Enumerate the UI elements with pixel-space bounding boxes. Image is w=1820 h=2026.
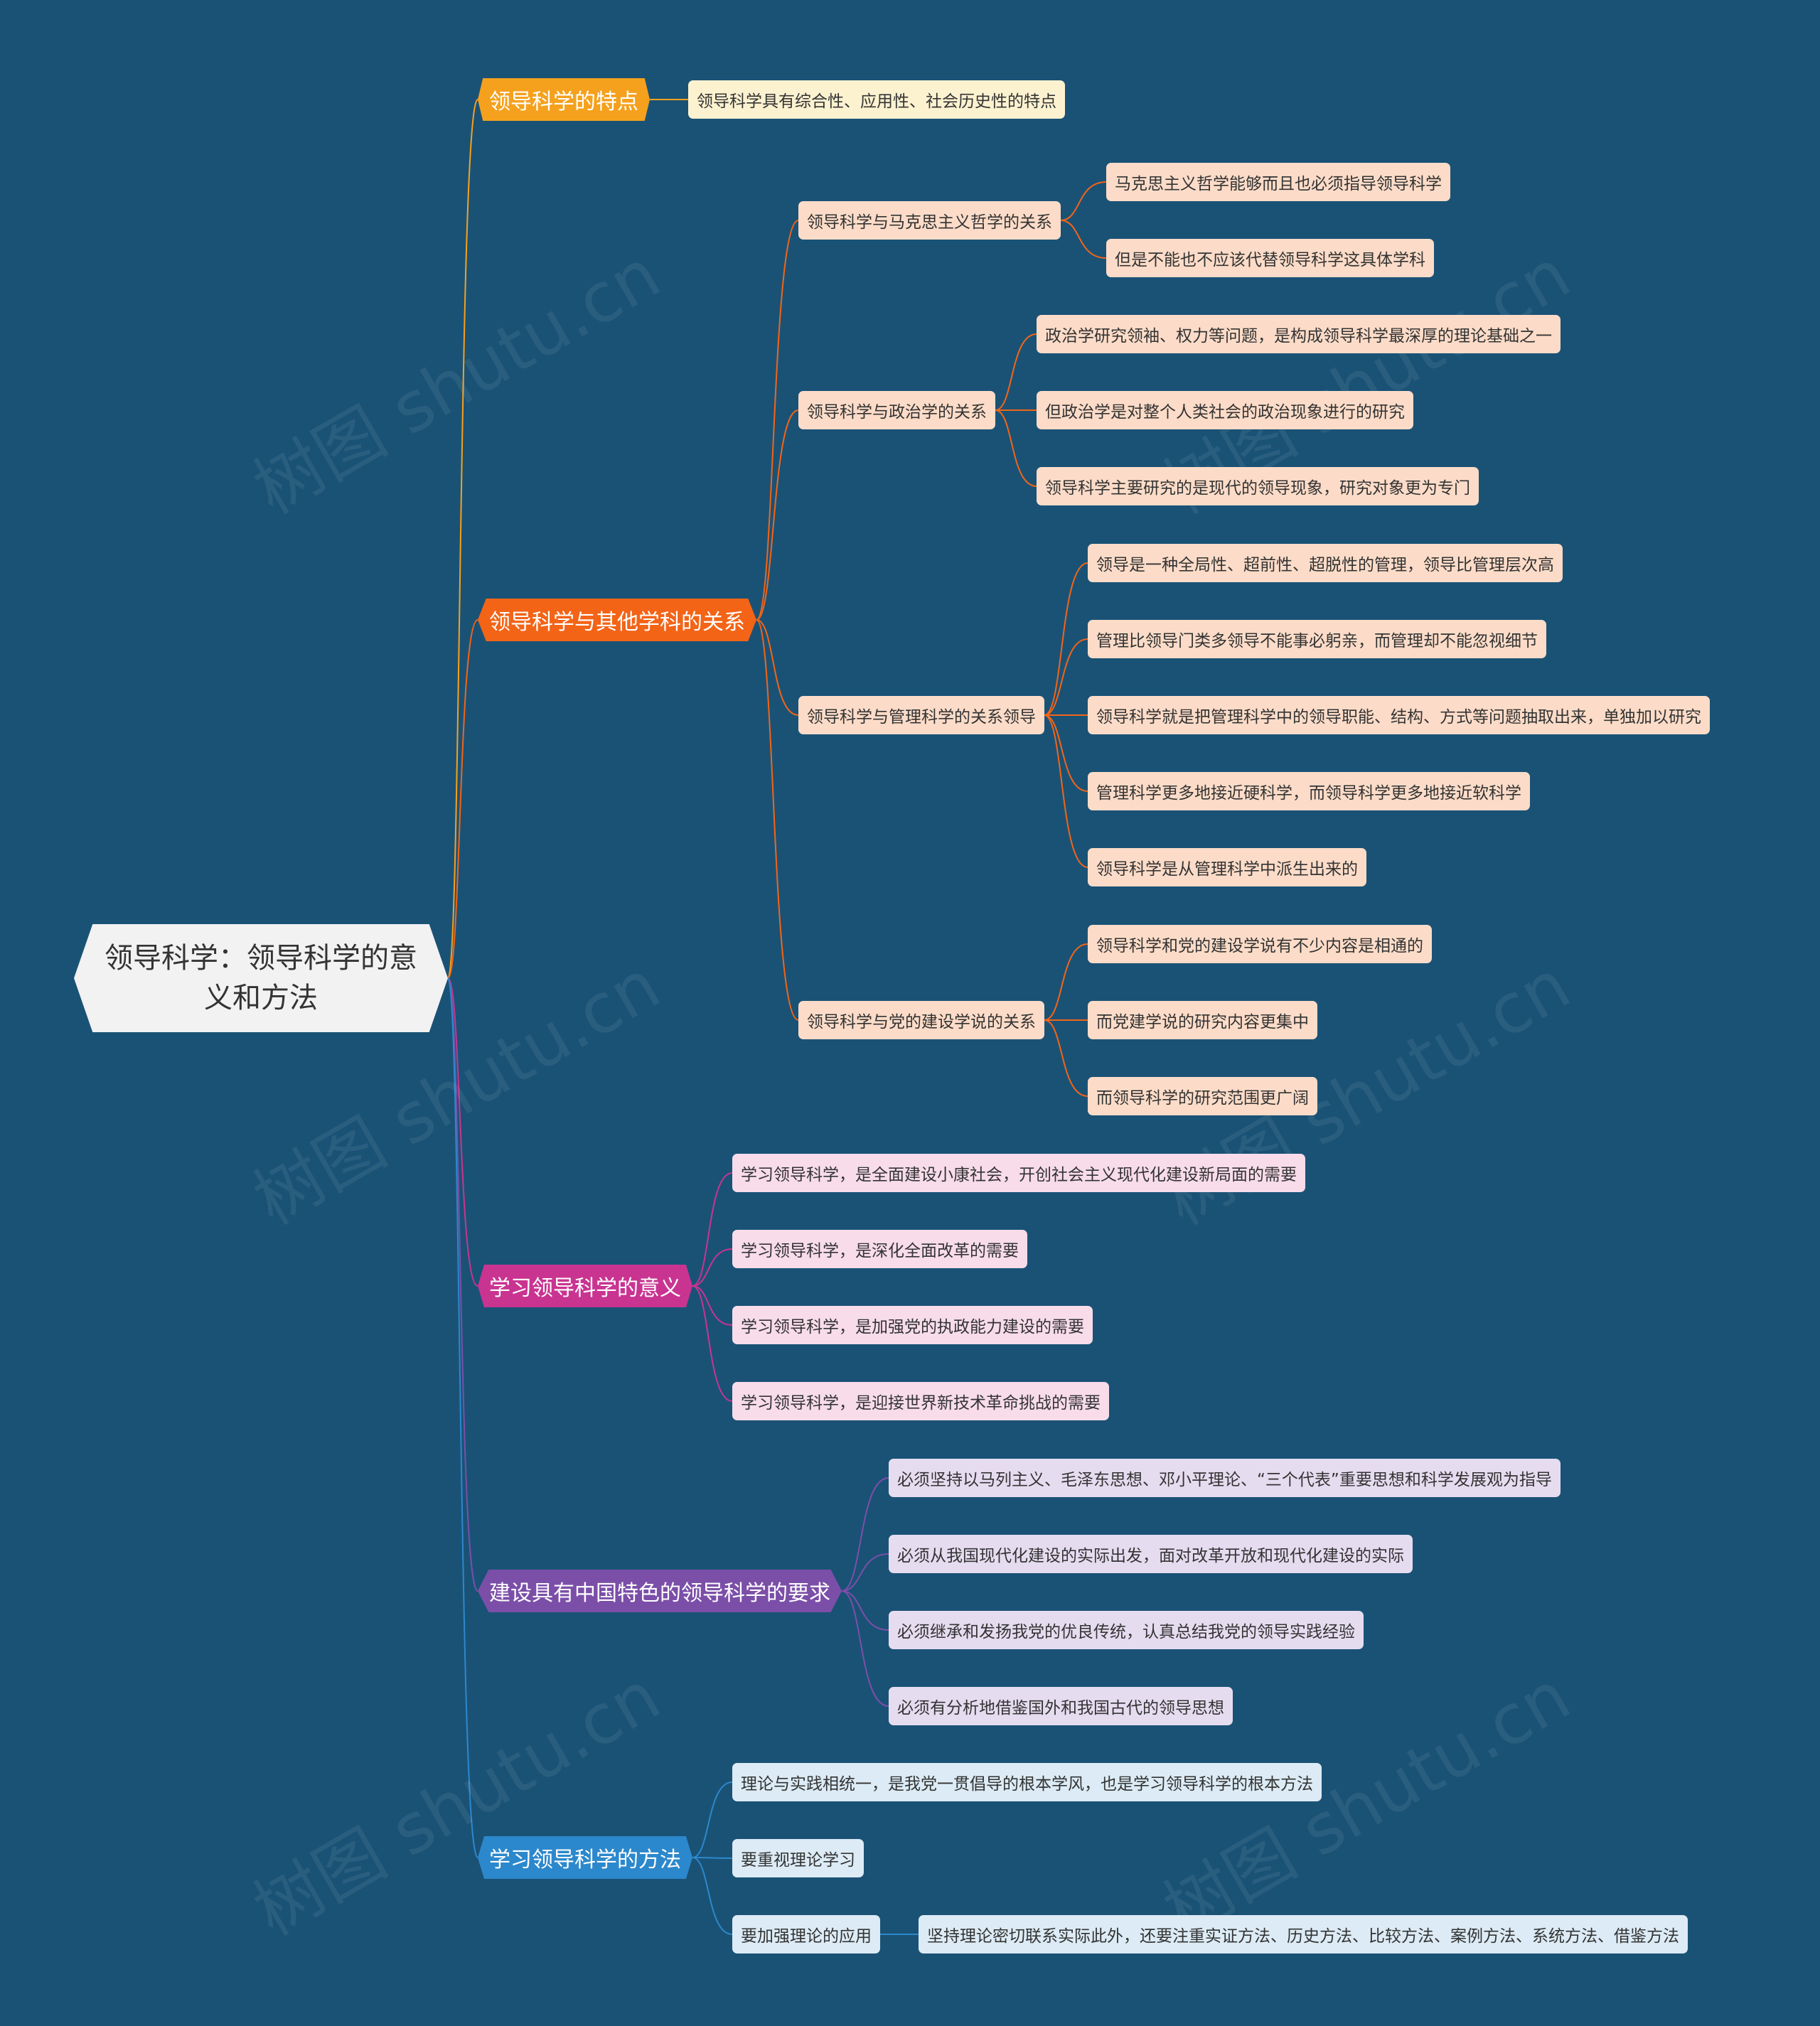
connector-line bbox=[447, 977, 478, 1592]
connector-line bbox=[447, 99, 478, 979]
connector-line bbox=[841, 1590, 889, 1707]
leaf-features-0[interactable]: 领导科学具有综合性、应用性、社会历史性的特点 bbox=[688, 80, 1065, 119]
connector-line bbox=[756, 619, 799, 716]
leaf-party-2[interactable]: 而领导科学的研究范围更广阔 bbox=[1088, 1077, 1317, 1115]
connector-line bbox=[692, 1172, 733, 1287]
branch-relations[interactable]: 领导科学与其他学科的关系 bbox=[478, 599, 756, 641]
connector-line bbox=[995, 409, 1037, 487]
leaf-methods-0[interactable]: 理论与实践相统一，是我党一贯倡导的根本学风，也是学习领导科学的根本方法 bbox=[732, 1763, 1322, 1801]
connector-line bbox=[756, 409, 799, 621]
branch-label: 建设具有中国特色的领导科学的要求 bbox=[489, 1581, 830, 1606]
branch-significance[interactable]: 学习领导科学的意义 bbox=[478, 1265, 692, 1307]
leaf-management-1[interactable]: 管理比领导门类多领导不能事必躬亲，而管理却不能忽视细节 bbox=[1088, 620, 1546, 658]
leaf-requirements-0[interactable]: 必须坚持以马列主义、毛泽东思想、邓小平理论、“三个代表”重要思想和科学发展观为指… bbox=[889, 1459, 1561, 1497]
branch-label: 领导科学与其他学科的关系 bbox=[489, 610, 745, 635]
leaf-significance-1[interactable]: 学习领导科学，是深化全面改革的需要 bbox=[732, 1230, 1027, 1268]
leaf-marxism-0[interactable]: 马克思主义哲学能够而且也必须指导领导科学 bbox=[1106, 163, 1450, 201]
root-topic[interactable]: 领导科学：领导科学的意义和方法 bbox=[74, 924, 448, 1032]
leaf-methods-2[interactable]: 要加强理论的应用 bbox=[732, 1915, 880, 1953]
leaf-significance-0[interactable]: 学习领导科学，是全面建设小康社会，开创社会主义现代化建设新局面的需要 bbox=[732, 1154, 1305, 1192]
leaf-significance-3[interactable]: 学习领导科学，是迎接世界新技术革命挑战的需要 bbox=[732, 1382, 1109, 1420]
leaf-management-4[interactable]: 领导科学是从管理科学中派生出来的 bbox=[1088, 848, 1366, 886]
leaf-politics-2[interactable]: 领导科学主要研究的是现代的领导现象，研究对象更为专门 bbox=[1037, 467, 1479, 505]
connector-line bbox=[1060, 220, 1107, 259]
leaf-management-0[interactable]: 领导是一种全局性、超前性、超脱性的管理，领导比管理层次高 bbox=[1088, 544, 1563, 582]
connector-line bbox=[756, 220, 799, 621]
connector-line bbox=[1044, 1019, 1088, 1097]
leaf-politics-1[interactable]: 但政治学是对整个人类社会的政治现象进行的研究 bbox=[1037, 391, 1413, 429]
sub-management[interactable]: 领导科学与管理科学的关系领导 bbox=[798, 696, 1044, 734]
leaf-management-3[interactable]: 管理科学更多地接近硬科学，而领导科学更多地接近软科学 bbox=[1088, 772, 1530, 810]
connector-line bbox=[1044, 943, 1088, 1021]
connector-line bbox=[1044, 562, 1088, 716]
connector-line bbox=[995, 333, 1037, 411]
connector-line bbox=[1044, 714, 1088, 792]
leaf-management-2[interactable]: 领导科学就是把管理科学中的领导职能、结构、方式等问题抽取出来，单独加以研究 bbox=[1088, 696, 1710, 734]
root-title: 领导科学：领导科学的意义和方法 bbox=[105, 942, 417, 1014]
connector-line bbox=[841, 1553, 889, 1592]
connector-line bbox=[447, 619, 478, 979]
branch-label: 学习领导科学的意义 bbox=[489, 1276, 681, 1301]
connector-line bbox=[1044, 714, 1088, 868]
branch-label: 领导科学的特点 bbox=[489, 90, 638, 114]
connector-line bbox=[756, 619, 799, 1021]
leaf-methods-application-detail[interactable]: 坚持理论密切联系实际此外，还要注重实证方法、历史方法、比较方法、案例方法、系统方… bbox=[919, 1915, 1688, 1953]
connector-line bbox=[692, 1248, 733, 1287]
sub-marxism[interactable]: 领导科学与马克思主义哲学的关系 bbox=[798, 201, 1061, 240]
connector-line bbox=[447, 977, 478, 1287]
leaf-methods-1[interactable]: 要重视理论学习 bbox=[732, 1839, 864, 1877]
connector-line bbox=[447, 977, 478, 1858]
connector-line bbox=[692, 1781, 733, 1858]
leaf-party-0[interactable]: 领导科学和党的建设学说有不少内容是相通的 bbox=[1088, 925, 1432, 963]
connector-line bbox=[841, 1477, 889, 1592]
leaf-significance-2[interactable]: 学习领导科学，是加强党的执政能力建设的需要 bbox=[732, 1306, 1093, 1344]
branch-label: 学习领导科学的方法 bbox=[489, 1848, 681, 1872]
connector-line bbox=[1044, 638, 1088, 716]
leaf-requirements-2[interactable]: 必须继承和发扬我党的优良传统，认真总结我党的领导实践经验 bbox=[889, 1611, 1364, 1649]
leaf-marxism-1[interactable]: 但是不能也不应该代替领导科学这具体学科 bbox=[1106, 239, 1434, 277]
connector-line bbox=[692, 1857, 733, 1935]
leaf-requirements-3[interactable]: 必须有分析地借鉴国外和我国古代的领导思想 bbox=[889, 1687, 1233, 1725]
leaf-party-1[interactable]: 而党建学说的研究内容更集中 bbox=[1088, 1001, 1317, 1039]
branch-features[interactable]: 领导科学的特点 bbox=[478, 78, 650, 121]
leaf-requirements-1[interactable]: 必须从我国现代化建设的实际出发，面对改革开放和现代化建设的实际 bbox=[889, 1535, 1413, 1573]
connector-line bbox=[692, 1285, 733, 1326]
connector-line bbox=[692, 1285, 733, 1402]
sub-politics[interactable]: 领导科学与政治学的关系 bbox=[798, 391, 995, 429]
branch-requirements[interactable]: 建设具有中国特色的领导科学的要求 bbox=[478, 1570, 842, 1612]
leaf-politics-0[interactable]: 政治学研究领袖、权力等问题，是构成领导科学最深厚的理论基础之一 bbox=[1037, 315, 1561, 353]
sub-party[interactable]: 领导科学与党的建设学说的关系 bbox=[798, 1001, 1044, 1039]
connector-line bbox=[1060, 181, 1107, 221]
connector-line bbox=[841, 1590, 889, 1631]
branch-methods[interactable]: 学习领导科学的方法 bbox=[478, 1836, 692, 1879]
